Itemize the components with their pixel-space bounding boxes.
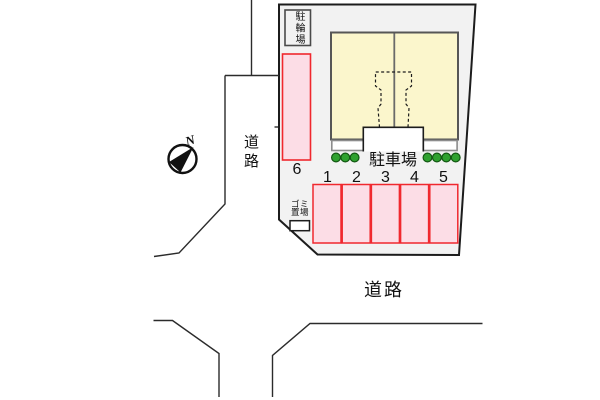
parking-space-1 — [312, 183, 342, 244]
garbage-area-label: ゴミ 置場 — [289, 199, 311, 217]
road-label-left: 道路 — [242, 134, 259, 172]
space-number-6: 6 — [292, 161, 302, 178]
bush-icon — [431, 152, 442, 163]
space-number-2: 2 — [352, 169, 361, 186]
parking-space-2 — [341, 183, 371, 244]
bush-icon — [441, 152, 452, 163]
compass-needle — [169, 147, 194, 173]
space-number-3: 3 — [381, 169, 390, 186]
shrub-row-left — [331, 152, 360, 163]
road-label-bottom: 道路 — [364, 280, 404, 300]
bush-icon — [340, 152, 351, 163]
parking-space-3 — [370, 183, 401, 244]
road-edge-bottom-right — [271, 322, 483, 397]
bush-icon — [331, 152, 342, 163]
garbage-label-line2: 置場 — [290, 206, 309, 217]
garbage-label-line1: ゴミ — [290, 199, 309, 209]
left-step — [330, 139, 365, 152]
space-number-1: 1 — [323, 169, 332, 186]
entrance-dashed-outline — [374, 71, 413, 128]
parking-space-4 — [399, 183, 430, 244]
road-edge-bottom-left — [153, 319, 220, 397]
entrance-recess — [362, 126, 425, 152]
bush-icon — [349, 152, 360, 163]
road-edges — [153, 0, 483, 397]
parking-space-5 — [429, 183, 459, 244]
compass-icon: N — [167, 131, 198, 175]
parking-lot-label: 駐車場 — [368, 152, 417, 169]
road-edge-left — [153, 75, 226, 258]
bush-icon — [450, 152, 461, 163]
right-step — [422, 139, 458, 152]
shrub-row-right — [422, 152, 461, 163]
garbage-box — [289, 219, 311, 232]
bicycle-parking-label: 駐輪場 — [293, 10, 304, 46]
space-number-5: 5 — [439, 169, 448, 186]
bush-icon — [422, 152, 433, 163]
bicycle-parking-box — [284, 9, 312, 47]
parking-space-6 — [281, 53, 312, 161]
space-number-4: 4 — [410, 169, 419, 186]
